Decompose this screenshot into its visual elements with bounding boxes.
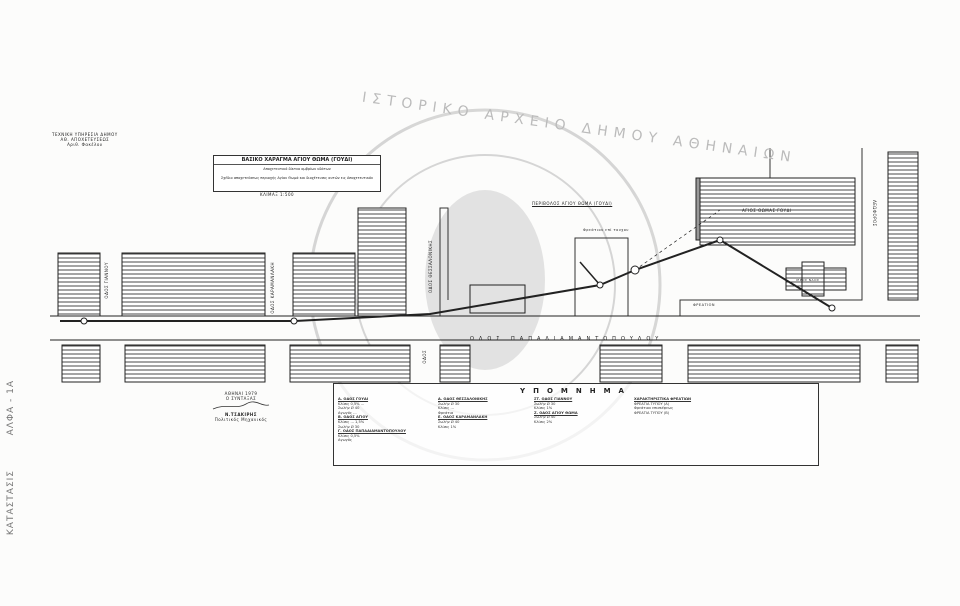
legend-line: Σωλήν Ø 40 <box>534 415 556 420</box>
legend-line: Κλίσις 1% <box>534 406 553 411</box>
manholes <box>80 236 836 325</box>
legend-heading: Ε. ΟΔΟΣ ΚΑΡΑΜΑΝΛΑΚΗ <box>438 415 488 420</box>
drawing-description: Σχέδιο αποχετεύσεως περιοχής Αγίου Θωμά … <box>221 176 373 180</box>
handwritten-signature <box>212 401 270 410</box>
signature-date: ΑΘΗΝΑΙ 1979 <box>224 391 258 396</box>
main-street <box>50 315 920 341</box>
side-label: ΑΛΦΑ - 1Α <box>6 380 16 436</box>
legend-heading: ΣΤ. ΟΔΟΣ ΓΙΑΝΝΟΥ <box>534 397 573 401</box>
legend-line: Φρεάτια <box>438 410 454 415</box>
drawing-subtitle: Αποχετευτικό δίκτυο ομβρίων υδάτων <box>263 167 331 171</box>
church-yard-label: ΠΕΡΙΒΟΛΟΣ ΑΓΙΟΥ ΘΩΜΑ (ΓΟΥΔΙ) <box>532 201 613 206</box>
street-label-main: ΟΔΟΣ ΠΑΠΑΔΙΑΜΑΝΤΟΠΟΥΛΟΥ <box>470 336 664 342</box>
legend-column: Δ. ΟΔΟΣ ΘΕΣΣΑΛΟΝΙΚΗΣ Σωλήν Ø 30 Κλίσις .… <box>438 397 488 429</box>
church-label: ΑΓΙΟΣ ΘΩΜΑΣ ΓΟΥΔΙ <box>742 208 792 213</box>
street-label-1: ΟΔΟΣ ΓΙΑΝΝΟΥ <box>104 262 109 299</box>
legend-column: Α. ΟΔΟΣ ΓΟΥΔΙ Κλίσις 0,5% ... Σωλήν Ø 40… <box>338 397 406 443</box>
manhole-label: ΦΡΕΑΤΙΟΝ <box>693 303 716 307</box>
legend-heading: Ζ. ΟΔΟΣ ΑΓΙΟΥ ΘΩΜΑ <box>534 410 578 415</box>
legend-heading: Α. ΟΔΟΣ ΓΟΥΔΙ <box>338 397 369 401</box>
scale-label: ΚΛΙΜΑΞ 1:500 <box>260 192 295 197</box>
legend-heading: Δ. ΟΔΟΣ ΘΕΣΣΑΛΟΝΙΚΗΣ <box>438 397 488 401</box>
church-building <box>695 177 856 297</box>
legend-line: Κλίσις 2% <box>534 419 553 424</box>
legend-line: ΦΡΕΑΤΙΑ ΤΥΠΟΥ (Α) <box>634 401 670 406</box>
signature-role: Ο ΣΥΝΤΑΞΑΣ <box>225 396 257 401</box>
archive-note-line: ΤΕΧΝΙΚΗ ΥΠΗΡΕΣΙΑ ΔΗΜΟΥ <box>52 132 118 137</box>
legend-heading: Β. ΟΔΟΣ ΑΓΙΟΥ <box>338 415 369 420</box>
side-label: ΚΑΤΑΣΤΑΣΙΣ <box>6 470 16 536</box>
legend-line: Κλίσις ... <box>438 406 454 411</box>
legend-line: Σωλήν Ø 40 <box>338 406 360 411</box>
street-label-3: ΟΔΟΣ ΘΕΣΣΑΛΟΝΙΚΗΣ <box>428 240 433 294</box>
legend-line: Σωλήν Ø 30 <box>438 401 460 406</box>
legend-line: Αγωγός <box>338 438 353 443</box>
legend-heading: Γ. ΟΔΟΣ ΠΑΠΑΔΙΑΜΑΝΤΟΠΟΥΛΟΥ <box>338 429 406 434</box>
street-label-2: ΟΔΟΣ ΚΑΡΑΜΑΝΛΑΚΗ <box>270 262 275 314</box>
legend-column: ΣΤ. ΟΔΟΣ ΓΙΑΝΝΟΥ Σωλήν Ø 30 Κλίσις 1% Ζ.… <box>534 397 578 425</box>
signature-position: Πολιτικός Μηχανικός <box>214 417 268 422</box>
legend-heading: ΧΑΡΑΚΤΗΡΙΣΤΙΚΑ ΦΡΕΑΤΙΩΝ <box>634 397 692 401</box>
signature-name: Ν.ΤΣΑΚΙΡΗΣ <box>224 412 258 417</box>
pump-structure <box>469 284 526 314</box>
archive-note-line: Αριθ. Φακέλου <box>67 142 103 147</box>
legend-line: Κλίσις 1% <box>438 424 457 429</box>
drawing-title: ΒΑΣΙΚΟ ΧΑΡΑΓΜΑ ΑΓΙΟΥ ΘΩΜΑ (ΓΟΥΔΙ) <box>214 156 380 165</box>
city-blocks-north <box>57 151 919 317</box>
legend-line: Αγωγός ... <box>338 410 357 415</box>
legend-line: Φρεάτιον επισκέψεως <box>634 406 674 411</box>
legend-line: Σωλήν Ø 30 <box>338 424 360 429</box>
property-boundaries <box>439 148 863 316</box>
street-label-4: ΟΔΟΣ <box>422 350 427 364</box>
street-label-right: ΛΕΩΦΟΡΟΣ <box>872 200 877 227</box>
legend-column: ΧΑΡΑΚΤΗΡΙΣΤΙΚΑ ΦΡΕΑΤΙΩΝ ΦΡΕΑΤΙΑ ΤΥΠΟΥ (Α… <box>634 397 691 415</box>
legend-title: ΥΠΟΜΝΗΜΑ <box>520 387 632 395</box>
legend-line: Σωλήν Ø 40 <box>438 419 460 424</box>
archive-note: ΤΕΧΝΙΚΗ ΥΠΗΡΕΣΙΑ ΔΗΜΟΥ ΑΘ. ΑΠΟΧΕΤΕΥΣΕΩΣ … <box>52 132 118 147</box>
manhole-note: Φρεάτιον επί τουχου <box>583 228 629 232</box>
signature-block: ΑΘΗΝΑΙ 1979 Ο ΣΥΝΤΑΞΑΣ Ν.ΤΣΑΚΙΡΗΣ Πολιτι… <box>196 391 286 422</box>
small-church-label: ΙΕΡΟΣ ΝΑΟΣ <box>796 278 820 282</box>
archive-note-line: ΑΘ. ΑΠΟΧΕΤΕΥΣΕΩΣ <box>60 137 110 142</box>
legend-line: Κλίσις ... 1,5% <box>338 419 365 424</box>
legend-line: ΦΡΕΑΤΙΑ ΤΥΠΟΥ (Β) <box>634 410 670 415</box>
legend-box: ΥΠΟΜΝΗΜΑ Α. ΟΔΟΣ ΓΟΥΔΙ Κλίσις 0,5% ... Σ… <box>333 383 819 466</box>
legend-line: Σωλήν Ø 30 <box>534 401 556 406</box>
legend-line: Κλίσις 0,5% <box>338 433 360 438</box>
title-block: ΒΑΣΙΚΟ ΧΑΡΑΓΜΑ ΑΓΙΟΥ ΘΩΜΑ (ΓΟΥΔΙ) Αποχετ… <box>213 155 381 192</box>
city-blocks-south <box>61 344 919 383</box>
legend-line: Κλίσις 0,5% ... <box>338 401 365 406</box>
